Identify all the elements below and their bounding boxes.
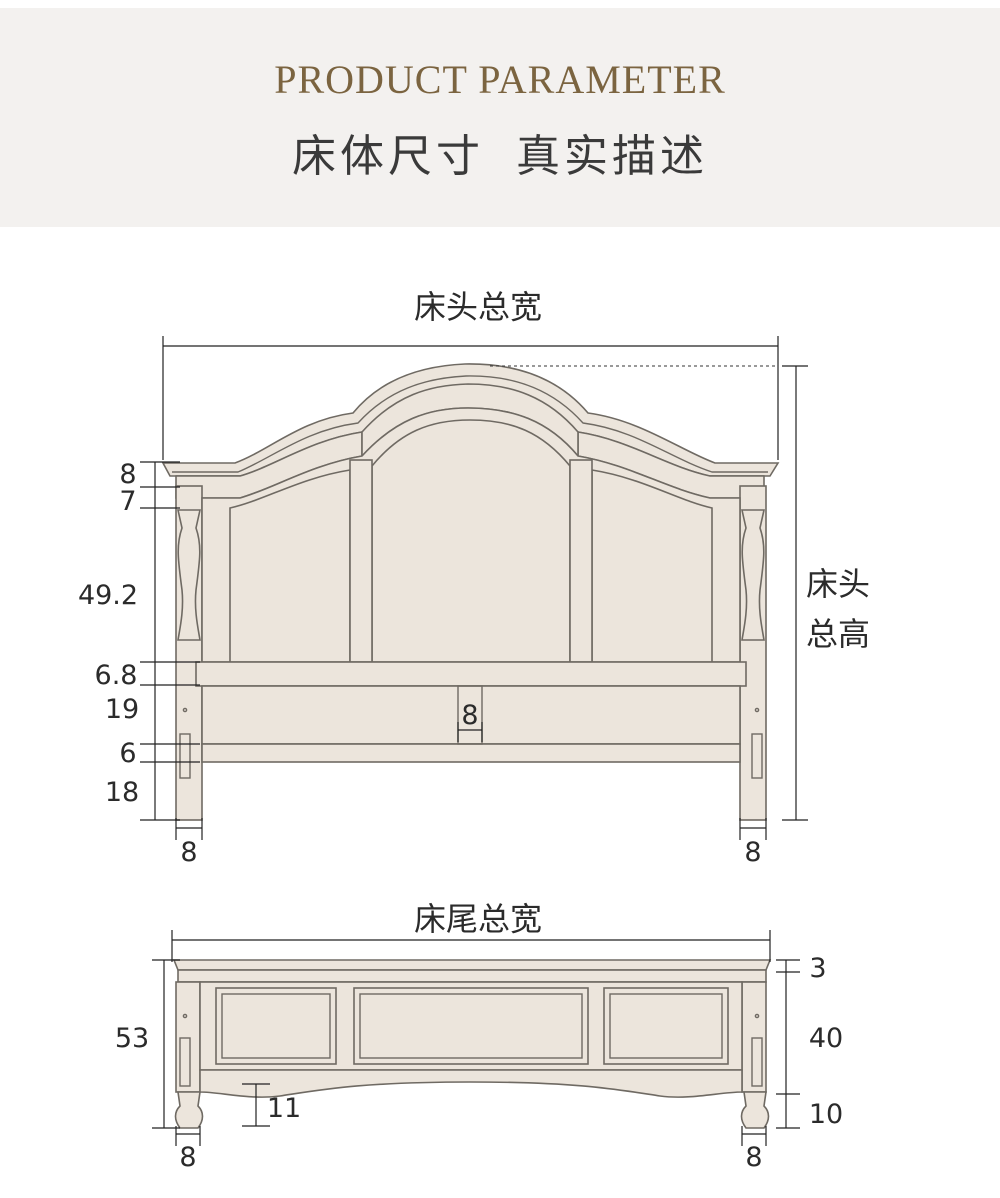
dim-top-rail: 7 — [119, 486, 136, 517]
footboard-dimensions — [152, 930, 800, 1146]
dim-lower-panel: 19 — [105, 694, 139, 725]
headboard-dimensions — [140, 336, 808, 840]
dim-panel: 49.2 — [78, 580, 138, 611]
headboard-left-stile — [349, 459, 373, 663]
dim-fb-apron: 11 — [267, 1093, 301, 1124]
dim-fb-total-height: 53 — [115, 1023, 149, 1054]
footboard-labels: 床尾总宽 53 3 40 10 11 8 8 — [115, 900, 843, 1173]
footboard-drawing — [172, 959, 772, 1129]
headboard-labels: 床头总宽 床头 总高 8 7 49.2 6.8 19 6 18 8 8 8 — [78, 288, 870, 868]
headboard-mid-rail — [195, 661, 747, 687]
footboard-top-cap — [172, 959, 772, 971]
dim-post-left: 8 — [180, 837, 197, 868]
dim-top-cap: 8 — [119, 459, 136, 490]
headboard-height-label-2: 总高 — [806, 615, 870, 653]
footboard-left-leg — [174, 1091, 204, 1129]
headboard-right-spindle — [741, 509, 765, 641]
dim-post-right: 8 — [744, 837, 761, 868]
headboard-right-stile — [569, 459, 593, 663]
title-cn: 床体尺寸 真实描述 — [292, 131, 708, 182]
title-en: PRODUCT PARAMETER — [274, 57, 726, 102]
dim-mid-rail: 6.8 — [95, 660, 138, 691]
headboard-drawing — [161, 363, 780, 821]
dim-fb-top-cap: 3 — [809, 953, 826, 984]
dim-fb-leg: 10 — [809, 1099, 843, 1130]
dim-fb-panel: 40 — [809, 1023, 843, 1054]
footboard-center-panel — [353, 987, 589, 1065]
headboard-left-spindle — [177, 509, 201, 641]
footboard-apron — [199, 1069, 743, 1098]
dim-leg: 18 — [105, 777, 139, 808]
footboard-left-panel — [215, 987, 337, 1065]
headboard-height-label-1: 床头 — [806, 565, 870, 603]
footboard-right-panel — [603, 987, 729, 1065]
dim-fb-post-right: 8 — [745, 1142, 762, 1173]
headboard-center-panel — [371, 419, 571, 663]
header-band — [0, 8, 1000, 227]
footboard-right-leg — [740, 1091, 770, 1129]
footboard-width-label: 床尾总宽 — [414, 900, 542, 938]
headboard-width-label: 床头总宽 — [414, 288, 542, 326]
dim-bottom-rail: 6 — [119, 738, 136, 769]
dim-center-stile: 8 — [461, 700, 478, 731]
headboard-right-panel — [591, 469, 713, 663]
headboard-bottom-rail — [201, 743, 741, 763]
dim-fb-post-left: 8 — [179, 1142, 196, 1173]
